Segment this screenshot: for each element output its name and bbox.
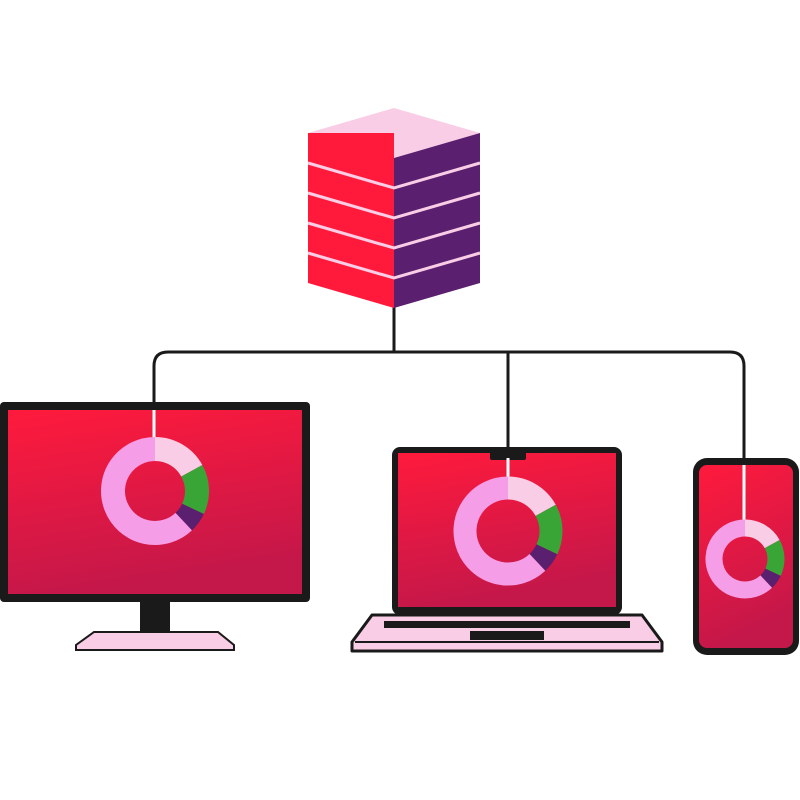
donut-segment-purple: [529, 543, 558, 571]
donut-segment-green: [535, 504, 563, 555]
donut-segment-pink-light: [154, 437, 203, 478]
donut-segment-green: [764, 539, 785, 576]
desktop-monitor-icon: [0, 402, 310, 651]
server-front-face: [308, 133, 394, 283]
server-bottom-front: [308, 283, 394, 308]
donut-segment-pink: [705, 519, 773, 599]
donut-chart-icon: [101, 437, 209, 545]
donut-segment-pink: [453, 476, 546, 586]
monitor-connector-line: [152, 350, 746, 460]
connector-lines: [152, 306, 746, 460]
donut-chart-icon: [453, 476, 563, 586]
smartphone-icon: [693, 458, 799, 655]
phone-screen: [699, 465, 793, 648]
database-server-icon: [307, 108, 481, 308]
donut-segment-pink-light: [744, 519, 780, 549]
laptop-trackpad: [470, 631, 544, 640]
donut-segment-green: [180, 464, 209, 514]
laptop-camera-notch: [490, 451, 526, 460]
donut-segment-pink: [101, 437, 192, 545]
donut-chart-icon: [705, 519, 785, 599]
server-side-face: [394, 133, 480, 308]
server-rack-dividers: [307, 161, 481, 280]
laptop-icon: [350, 447, 664, 653]
laptop-keyboard: [384, 621, 630, 628]
donut-segment-pink-light: [507, 476, 556, 517]
monitor-stand-neck: [140, 598, 170, 636]
donut-segment-purple: [175, 503, 204, 531]
monitor-stand-base: [75, 631, 235, 651]
donut-segment-purple: [760, 568, 781, 588]
